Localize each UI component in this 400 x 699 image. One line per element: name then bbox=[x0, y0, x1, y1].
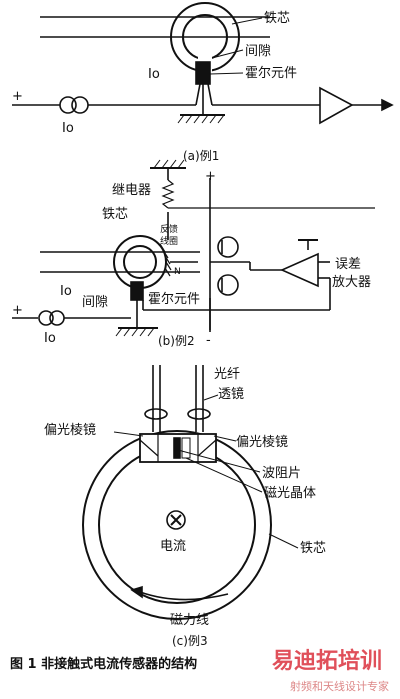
label-plus-top-b: + bbox=[205, 169, 216, 184]
label-wave-plate: 波阻片 bbox=[262, 466, 301, 481]
transistor-1 bbox=[217, 236, 239, 258]
iron-core-ring-c bbox=[82, 430, 272, 620]
transistor-2 bbox=[217, 274, 239, 296]
label-mo-crystal: 磁光晶体 bbox=[264, 486, 316, 501]
relay-coil bbox=[161, 179, 175, 209]
label-polarizer-left: 偏光棱镜 bbox=[44, 422, 96, 438]
example-2-diagram bbox=[12, 159, 375, 337]
caption-example-1: (a)例1 bbox=[183, 149, 219, 163]
error-amplifier bbox=[280, 252, 319, 288]
mo-crystal bbox=[181, 437, 191, 459]
example-1-diagram bbox=[12, 2, 394, 125]
label-io-top-b: Io bbox=[60, 284, 72, 299]
label-feedback-coil-2: 线圈 bbox=[160, 235, 178, 247]
label-io-bottom-a: Io bbox=[62, 121, 74, 136]
label-gap-a: 间隙 bbox=[245, 44, 271, 59]
lens-right bbox=[187, 408, 211, 420]
label-hall-a: 霍尔元件 bbox=[245, 66, 297, 81]
label-core-b: 铁芯 bbox=[102, 207, 128, 222]
label-feedback-coil-1: 反馈 bbox=[160, 223, 178, 235]
label-polarizer-right: 偏光棱镜 bbox=[236, 434, 288, 450]
figure-title: 图 1 非接触式电流传感器的结构 bbox=[10, 656, 197, 672]
caption-example-3: (c)例3 bbox=[172, 634, 208, 648]
label-core-a: 铁芯 bbox=[264, 11, 290, 26]
label-amp-2: 放大器 bbox=[332, 275, 371, 290]
watermark-subtitle: 射频和天线设计专家 bbox=[290, 679, 389, 693]
label-current: 电流 bbox=[160, 539, 186, 554]
label-minus-b: - bbox=[206, 333, 211, 348]
feedback-coil bbox=[159, 243, 172, 277]
label-n: N bbox=[174, 267, 181, 277]
iron-core-ring-b bbox=[113, 235, 167, 289]
label-plus-a: + bbox=[12, 89, 23, 104]
label-amp-1: 误差 bbox=[335, 257, 361, 272]
wave-plate bbox=[173, 437, 181, 459]
caption-example-2: (b)例2 bbox=[158, 334, 195, 348]
lens-left bbox=[144, 408, 168, 420]
watermark-brand: 易迪拓培训 bbox=[272, 648, 382, 674]
label-hall-b: 霍尔元件 bbox=[148, 292, 200, 307]
label-fiber-c: 光纤 bbox=[214, 367, 240, 382]
label-io-top-a: Io bbox=[148, 67, 160, 82]
current-source-a bbox=[59, 96, 77, 114]
label-relay-b: 继电器 bbox=[112, 183, 151, 198]
hall-element bbox=[195, 61, 211, 85]
example-3-diagram bbox=[82, 365, 299, 620]
flux-arrow bbox=[139, 591, 229, 601]
current-into-page-icon bbox=[166, 510, 186, 530]
label-flux: 磁力线 bbox=[170, 613, 209, 628]
label-lens-c: 透镜 bbox=[218, 387, 244, 402]
hall-element-b bbox=[130, 281, 144, 301]
label-gap-b: 间隙 bbox=[82, 295, 108, 310]
current-source-b bbox=[38, 310, 54, 326]
label-plus-b: + bbox=[12, 303, 23, 318]
amplifier-a bbox=[319, 86, 354, 125]
label-io-bottom-b: Io bbox=[44, 331, 56, 346]
label-core-c: 铁芯 bbox=[300, 541, 326, 556]
